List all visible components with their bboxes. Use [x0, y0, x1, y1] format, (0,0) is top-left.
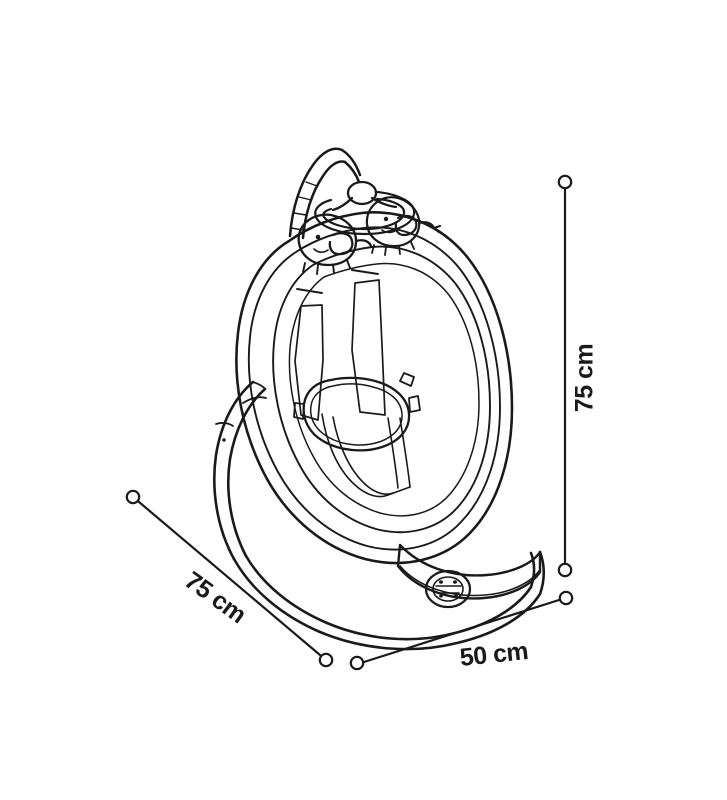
- dimension-line-width: [349, 590, 574, 671]
- crotch-pad-buckles: [293, 372, 421, 420]
- base-housing-edge: [399, 565, 540, 597]
- base-housing: [396, 543, 542, 600]
- control-knob: [424, 569, 472, 609]
- seat-shell-rim: [247, 226, 501, 551]
- seat-pad-inner: [288, 262, 480, 517]
- base-frame: [213, 380, 546, 651]
- harness-lower-straps: [321, 413, 411, 498]
- frame-joint: [215, 381, 267, 442]
- crotch-pad-inner: [309, 383, 403, 446]
- harness-straps: [294, 269, 386, 421]
- elephant-toy-left: [297, 213, 373, 275]
- toy-hub: [331, 180, 398, 212]
- seat-pad: [272, 245, 491, 534]
- dimension-line-height: [557, 174, 573, 578]
- dimension-line-depth: [125, 489, 334, 668]
- elephant-toy-right: [365, 196, 442, 256]
- toy-arch: [288, 147, 362, 240]
- dimension-label-height: 75 cm: [570, 343, 599, 413]
